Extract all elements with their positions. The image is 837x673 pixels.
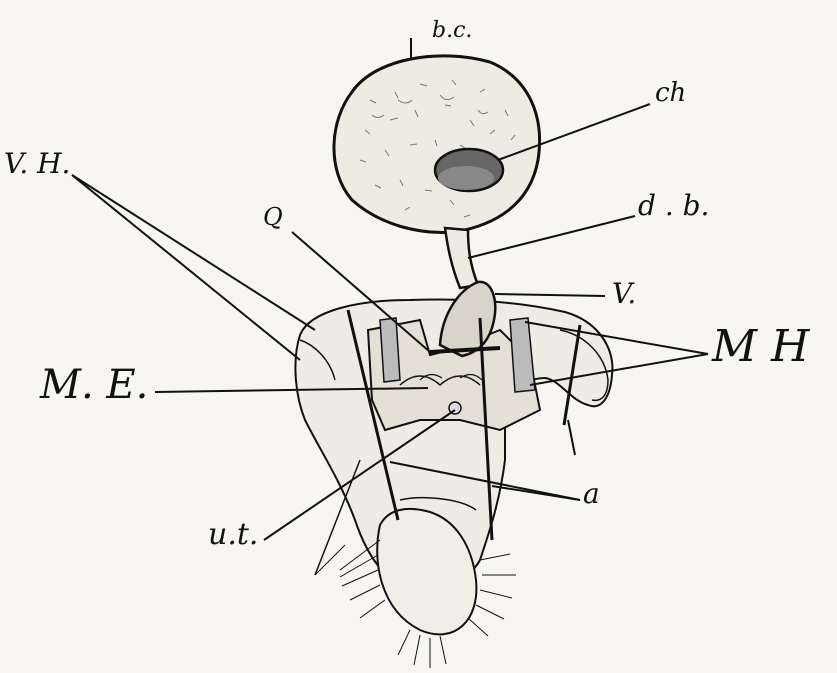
label-db: d . b. — [638, 192, 709, 220]
label-me: M. E. — [40, 365, 148, 405]
balloon-body — [334, 38, 540, 233]
label-ch: ch — [655, 80, 686, 106]
label-v: V. — [612, 280, 636, 308]
label-a: a — [583, 480, 600, 508]
lower-organ — [295, 282, 612, 635]
label-vh: V. H. — [4, 150, 70, 178]
duct-stalk — [445, 228, 478, 288]
label-q: Q — [263, 205, 283, 229]
label-bc: b.c. — [432, 20, 472, 42]
label-mh: M H — [712, 325, 809, 369]
label-ut: u.t. — [208, 520, 258, 550]
